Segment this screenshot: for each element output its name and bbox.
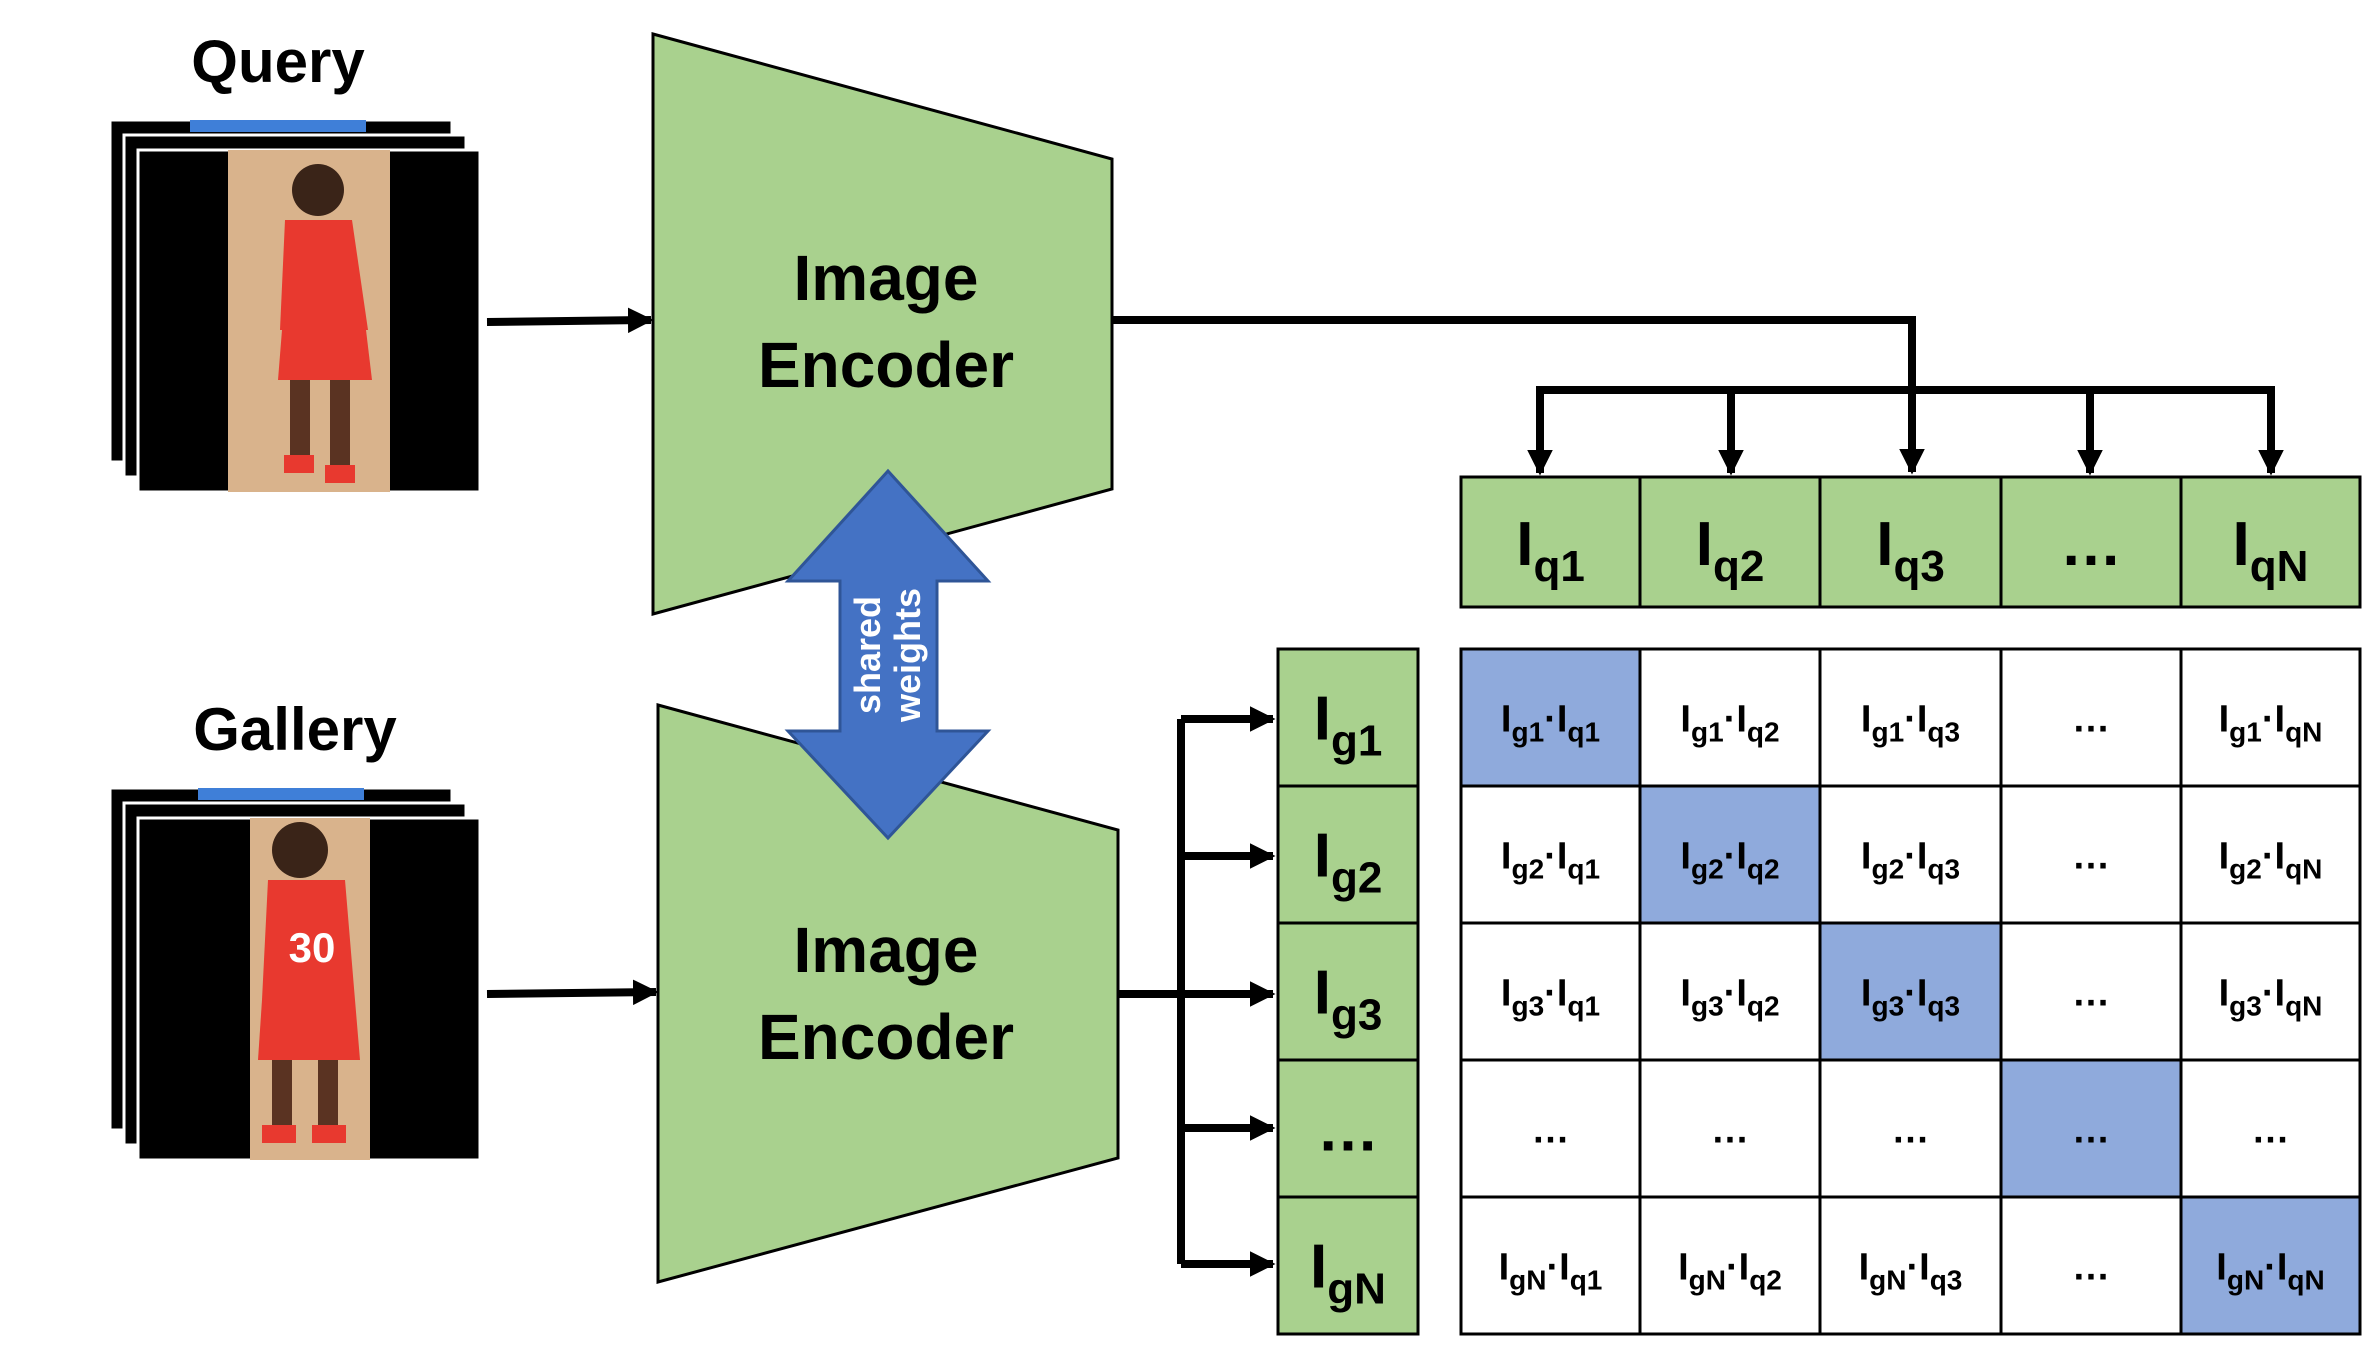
matrix-cell-label: …: [2072, 699, 2110, 741]
bottom-image-encoder: [656, 703, 1120, 1284]
matrix-cell: [1999, 1058, 2183, 1199]
gallery-feature-cell: [1276, 647, 1420, 788]
matrix-cell: [1459, 784, 1642, 925]
gallery-feature-cell: [1276, 1058, 1420, 1199]
gallery-feature-label: Ig3: [1314, 959, 1383, 1040]
matrix-cell-label: …: [2072, 973, 2110, 1015]
matrix-cell: [1638, 921, 1822, 1062]
matrix-cell: [1999, 784, 2183, 925]
gallery-feature-label: Ig2: [1314, 822, 1383, 903]
query-feature-cell: [2179, 475, 2362, 609]
matrix-cell: [2179, 647, 2362, 788]
matrix-cell-label: …: [2072, 1110, 2110, 1152]
matrix-cell: [2179, 784, 2362, 925]
shared-weights-line1: shared: [847, 596, 888, 714]
shared-weights-double-arrow: [784, 468, 992, 841]
query-feature-cell: [1999, 475, 2183, 609]
gallery-feature-cell: [1276, 1195, 1420, 1336]
bottom-encoder-line2: Encoder: [758, 1001, 1014, 1073]
matrix-cell: [1638, 1195, 1822, 1336]
shared-weights-line2: weights: [887, 588, 928, 723]
query-feature-label: Iq1: [1516, 510, 1585, 591]
query-feature-label: Iq3: [1876, 510, 1945, 591]
matrix-cell-label: g2·q3Ig2·Iq3: [1861, 836, 1960, 885]
query-label: Query: [191, 28, 365, 95]
matrix-cell-label: …: [2072, 1247, 2110, 1289]
top-image-encoder: [651, 32, 1114, 616]
matrix-cell: [1638, 647, 1822, 788]
matrix-cell: [1999, 647, 2183, 788]
gallery-feature-connectors: [1118, 706, 1276, 1277]
matrix-cell: [1818, 921, 2003, 1062]
query-feature-label: …: [2060, 510, 2122, 579]
gallery-label: Gallery: [193, 696, 397, 763]
query-image-stack: [108, 118, 482, 494]
jersey-number: 30: [289, 924, 336, 971]
gallery-feature-label: IgN: [1310, 1233, 1386, 1314]
matrix-cell-label: …: [2252, 1110, 2290, 1152]
matrix-cell: [1818, 1058, 2003, 1199]
query-feature-label: IqN: [2233, 510, 2309, 591]
matrix-cell-label: g3·q3Ig3·Iq3: [1861, 973, 1960, 1022]
matrix-cell-label: …: [2072, 836, 2110, 878]
matrix-cell-label: gN·q3IgN·Iq3: [1859, 1247, 1963, 1296]
matrix-cell-label: …: [1892, 1110, 1930, 1152]
matrix-cell: [1459, 921, 1642, 1062]
matrix-cell: [1638, 1058, 1822, 1199]
query-feature-connectors: [1112, 316, 2284, 476]
matrix-cell: [1818, 647, 2003, 788]
gallery-player-photo: 30: [198, 788, 370, 1160]
matrix-cell: [1459, 1195, 1642, 1336]
matrix-cell-label: …: [1711, 1110, 1749, 1152]
matrix-cell-label: …: [1532, 1110, 1570, 1152]
query-to-encoder-arrow: [486, 307, 654, 334]
query-player-photo: [190, 120, 390, 492]
matrix-cell: [1818, 1195, 2003, 1336]
gallery-feature-label: Ig1: [1314, 685, 1383, 766]
query-feature-cell: [1638, 475, 1822, 609]
gallery-feature-cell: [1276, 784, 1420, 925]
query-feature-cell: [1459, 475, 1642, 609]
query-feature-label: Iq2: [1696, 510, 1765, 591]
matrix-cell-label: gN·qNIgN·IqN: [2216, 1247, 2324, 1296]
matrix-cell-label: g1·q3Ig1·Iq3: [1861, 699, 1960, 748]
bottom-encoder-line1: Image: [794, 914, 979, 986]
matrix-cell: [1638, 784, 1822, 925]
top-encoder-line2: Encoder: [758, 329, 1014, 401]
query-feature-row: Iq1 Iq2 Iq3 … IqN: [1459, 475, 2362, 609]
top-encoder-line1: Image: [794, 242, 979, 314]
gallery-to-encoder-arrow: [486, 979, 659, 1006]
query-feature-cell: [1818, 475, 2003, 609]
gallery-image-stack: 30: [108, 786, 482, 1162]
gallery-feature-label: …: [1317, 1096, 1379, 1165]
matrix-cell: [2179, 1195, 2362, 1336]
